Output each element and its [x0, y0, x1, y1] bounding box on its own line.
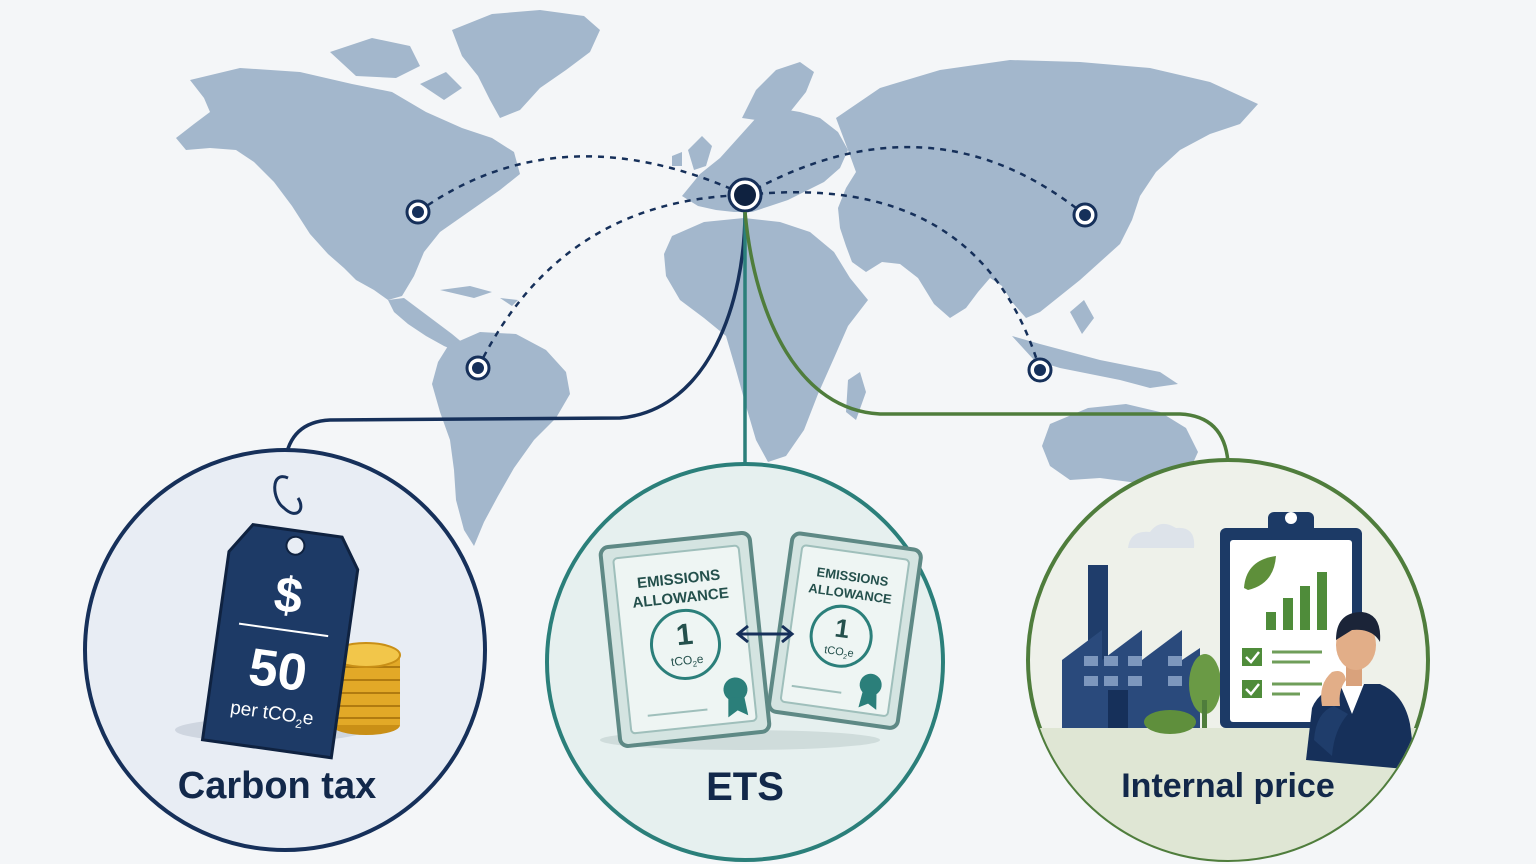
north-america-landmass	[176, 68, 520, 300]
leaf-icon	[1244, 556, 1276, 590]
arctic-islands-landmass	[330, 38, 462, 100]
trees-icon	[1144, 654, 1221, 734]
panel-label-internal-price: Internal price	[1121, 767, 1335, 805]
europe-landmass	[682, 108, 848, 212]
certificate-left-unit: tCO2e	[670, 652, 704, 671]
route-lines	[417, 145, 1086, 371]
connector-carbon-tax	[283, 211, 747, 463]
panel-label-ets: ETS	[706, 765, 784, 809]
exchange-arrow-icon	[735, 624, 795, 644]
australia-landmass	[1042, 404, 1198, 486]
greenland-landmass	[452, 10, 600, 118]
connector-internal-price	[743, 211, 1230, 463]
certificate-left-seal-icon	[723, 677, 748, 702]
panel-label-carbon-tax: Carbon tax	[178, 765, 376, 807]
checklist-icon	[1242, 648, 1322, 698]
analyst-person-icon	[1306, 612, 1416, 770]
route-east-asia	[744, 145, 1086, 216]
clipboard-report-icon	[1220, 512, 1362, 728]
price-tag-icon: $ 50 per tCO2e	[200, 475, 360, 760]
route-north-america	[417, 155, 746, 214]
certificate-right-seal-icon	[859, 673, 882, 696]
scandinavia-landmass	[742, 62, 814, 122]
japan-landmass	[1096, 176, 1138, 244]
certificate-right-unit: tCO2e	[823, 644, 854, 662]
cloud-icon	[1128, 523, 1195, 548]
panel-carbon-tax: $ 50 per tCO2e Carbon tax	[83, 448, 487, 852]
emissions-allowance-certificates-icon: EMISSIONS ALLOWANCE 1 tCO2e EMISSIONS AL…	[598, 530, 923, 748]
certificate-left-value: 1	[674, 618, 694, 653]
factory-icon	[1062, 565, 1200, 728]
southeast-asia-islands-landmass	[1012, 300, 1178, 388]
certificate-right-value: 1	[833, 612, 852, 644]
central-america-landmass	[388, 298, 464, 352]
british-isles-landmass	[672, 136, 712, 170]
africa-landmass	[664, 218, 868, 462]
coin-stack-icon	[331, 642, 401, 735]
panel-ets: EMISSIONS ALLOWANCE 1 tCO2e EMISSIONS AL…	[545, 462, 945, 862]
panel-connectors	[283, 211, 1230, 465]
world-map	[176, 10, 1258, 546]
map-nodes	[405, 177, 1098, 383]
caribbean-landmass	[440, 286, 518, 306]
route-southeast-asia	[744, 191, 1042, 371]
panel-internal-price: Internal price	[1026, 458, 1430, 862]
asia-landmass	[836, 60, 1258, 318]
south-america-landmass	[432, 332, 570, 546]
tag-amount: 50	[245, 638, 310, 703]
route-south-america	[476, 193, 746, 369]
